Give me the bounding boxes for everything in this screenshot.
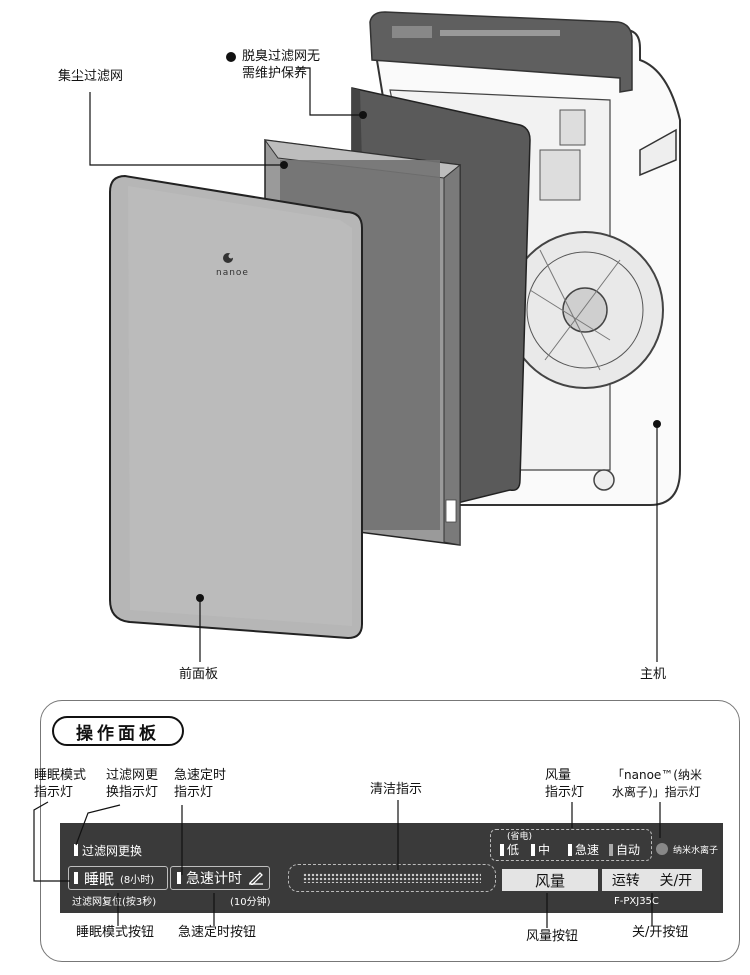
sleep-button-label: 睡眠 <box>84 868 114 889</box>
exploded-view-illustration <box>0 0 750 690</box>
timer-note: (10分钟) <box>230 893 271 908</box>
airflow-indicator-callout-line1: 风量 <box>545 767 584 784</box>
turbo-timer-indicator-callout-line2: 指示灯 <box>174 784 226 801</box>
front-panel-logo: nanoe <box>216 264 249 282</box>
turbo-timer-indicator-callout: 急速定时 指示灯 <box>174 767 226 801</box>
airflow-indicator-callout: 风量 指示灯 <box>545 767 584 801</box>
fan <box>507 232 663 388</box>
sleep-button-sub: (8小时) <box>120 871 154 886</box>
filter-replace-indicator-light <box>74 844 78 856</box>
nanoe-indicator-light <box>656 843 668 855</box>
pen-icon <box>248 871 264 885</box>
airflow-low-label: 低 <box>507 841 519 858</box>
sleep-button-callout: 睡眠模式按钮 <box>76 924 154 942</box>
operation-panel-title: 操作面板 <box>52 716 184 746</box>
power-button-callout: 关/开按钮 <box>632 924 688 942</box>
airflow-button-callout: 风量按钮 <box>526 928 578 946</box>
model-number: F-PXJ35C <box>614 896 659 907</box>
deodorizing-filter-label-line1: 脱臭过滤网无 <box>242 48 320 65</box>
filter-replace-indicator-callout-line1: 过滤网更 <box>106 767 158 784</box>
main-unit-label: 主机 <box>640 666 666 684</box>
power-label: 关/开 <box>659 870 692 890</box>
turbo-timer-button-callout: 急速定时按钮 <box>178 924 256 942</box>
filter-replace-indicator-callout-line2: 换指示灯 <box>106 784 158 801</box>
dust-filter-label: 集尘过滤网 <box>58 68 123 86</box>
sleep-indicator-callout: 睡眠模式 指示灯 <box>34 767 86 801</box>
airflow-turbo-light <box>568 844 572 856</box>
turbo-timer-label: 急速计时 <box>186 868 242 888</box>
airflow-mid-label: 中 <box>538 841 550 858</box>
sleep-indicator-light <box>74 872 78 884</box>
clean-indicator-callout: 清洁指示 <box>370 781 422 799</box>
nanoe-indicator-callout: 「nanoe™(纳米 水离子)」指示灯 <box>612 767 702 801</box>
airflow-auto-light <box>609 844 613 856</box>
filter-replace-text: 过滤网更换 <box>82 842 142 859</box>
sleep-indicator-callout-line2: 指示灯 <box>34 784 86 801</box>
clean-indicator-dots <box>288 864 496 892</box>
control-panel-strip: 过滤网更换 睡眠 (8小时) 急速计时 过滤网复位(按3秒) (10分钟) (省… <box>60 823 723 913</box>
run-label: 运转 <box>612 870 640 890</box>
airflow-low-light <box>500 844 504 856</box>
airflow-button[interactable]: 风量 <box>502 869 598 891</box>
filter-replace-indicator-callout: 过滤网更 换指示灯 <box>106 767 158 801</box>
deodorizing-filter-label-line2: 需维护保养 <box>242 65 320 82</box>
sleep-indicator-callout-line1: 睡眠模式 <box>34 767 86 784</box>
deodorizing-filter-label: 脱臭过滤网无 需维护保养 <box>242 48 320 82</box>
front-panel-label: 前面板 <box>179 666 218 684</box>
front-panel <box>110 176 362 662</box>
filter-reset-note: 过滤网复位(按3秒) <box>72 893 156 908</box>
airflow-mid-light <box>531 844 535 856</box>
airflow-auto-label: 自动 <box>616 841 640 858</box>
turbo-timer-indicator-callout-line1: 急速定时 <box>174 767 226 784</box>
airflow-turbo-label: 急速 <box>575 841 599 858</box>
airflow-indicator-callout-line2: 指示灯 <box>545 784 584 801</box>
nanoe-indicator-callout-line1: 「nanoe™(纳米 <box>612 767 702 784</box>
nanoe-indicator-callout-line2: 水离子)」指示灯 <box>612 784 702 801</box>
power-button[interactable]: 运转 关/开 <box>602 869 702 891</box>
nanoe-indicator-text: 纳米水离子 <box>673 843 718 856</box>
turbo-timer-indicator-light <box>177 872 181 884</box>
